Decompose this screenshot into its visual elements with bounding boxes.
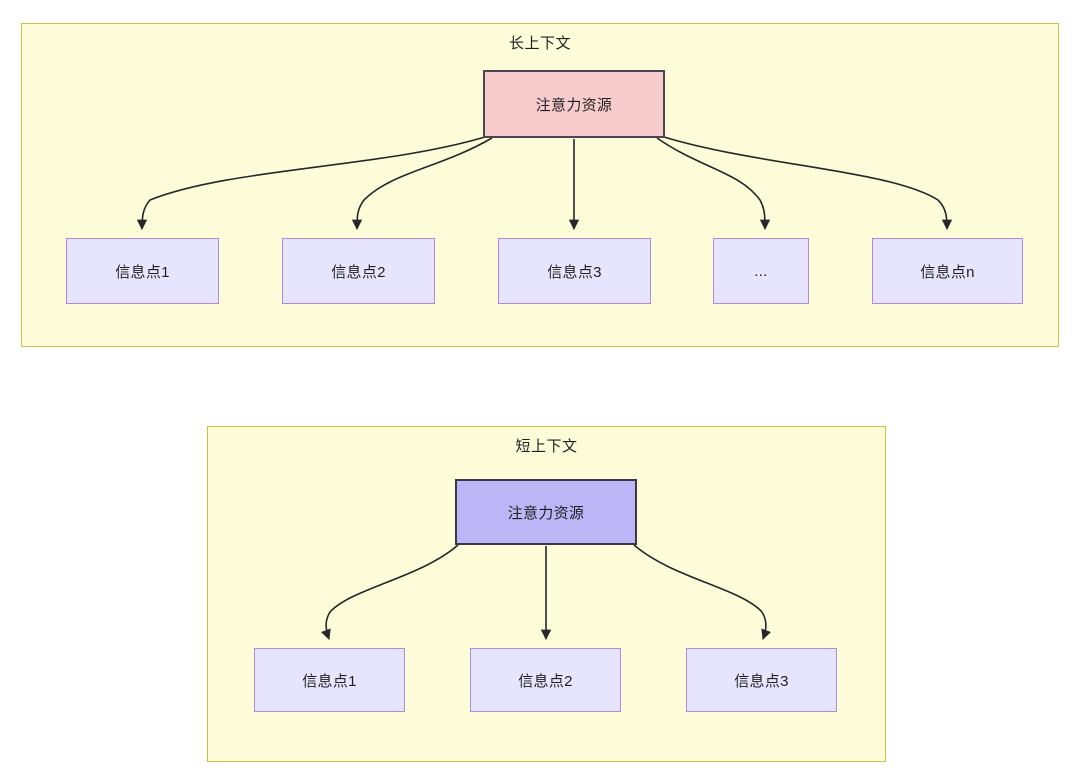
long-context-leaf-1-label: 信息点1 [115, 263, 170, 281]
short-context-leaf-1-label: 信息点1 [302, 672, 357, 690]
long-context-leaf-3-label: 信息点3 [547, 263, 602, 281]
long-context-title: 长上下文 [508, 35, 571, 52]
long-context-leaf-n[interactable]: 信息点n [872, 238, 1023, 304]
short-context-root-node[interactable]: 注意力资源 [455, 479, 637, 545]
short-context-title: 短上下文 [515, 438, 578, 455]
long-context-leaf-2[interactable]: 信息点2 [282, 238, 435, 304]
short-context-leaf-3[interactable]: 信息点3 [686, 648, 837, 712]
long-context-leaf-n-label: 信息点n [920, 263, 975, 281]
long-context-root-label: 注意力资源 [535, 96, 613, 114]
short-context-leaf-3-label: 信息点3 [734, 672, 789, 690]
long-context-leaf-3[interactable]: 信息点3 [498, 238, 651, 304]
long-context-leaf-ellipsis-label: ... [754, 262, 768, 280]
long-context-leaf-ellipsis[interactable]: ... [713, 238, 809, 304]
long-context-leaf-1[interactable]: 信息点1 [66, 238, 219, 304]
short-context-leaf-2[interactable]: 信息点2 [470, 648, 621, 712]
long-context-root-node[interactable]: 注意力资源 [483, 70, 665, 138]
short-context-leaf-2-label: 信息点2 [518, 672, 573, 690]
short-context-leaf-1[interactable]: 信息点1 [254, 648, 405, 712]
short-context-root-label: 注意力资源 [507, 504, 585, 522]
long-context-leaf-2-label: 信息点2 [331, 263, 386, 281]
